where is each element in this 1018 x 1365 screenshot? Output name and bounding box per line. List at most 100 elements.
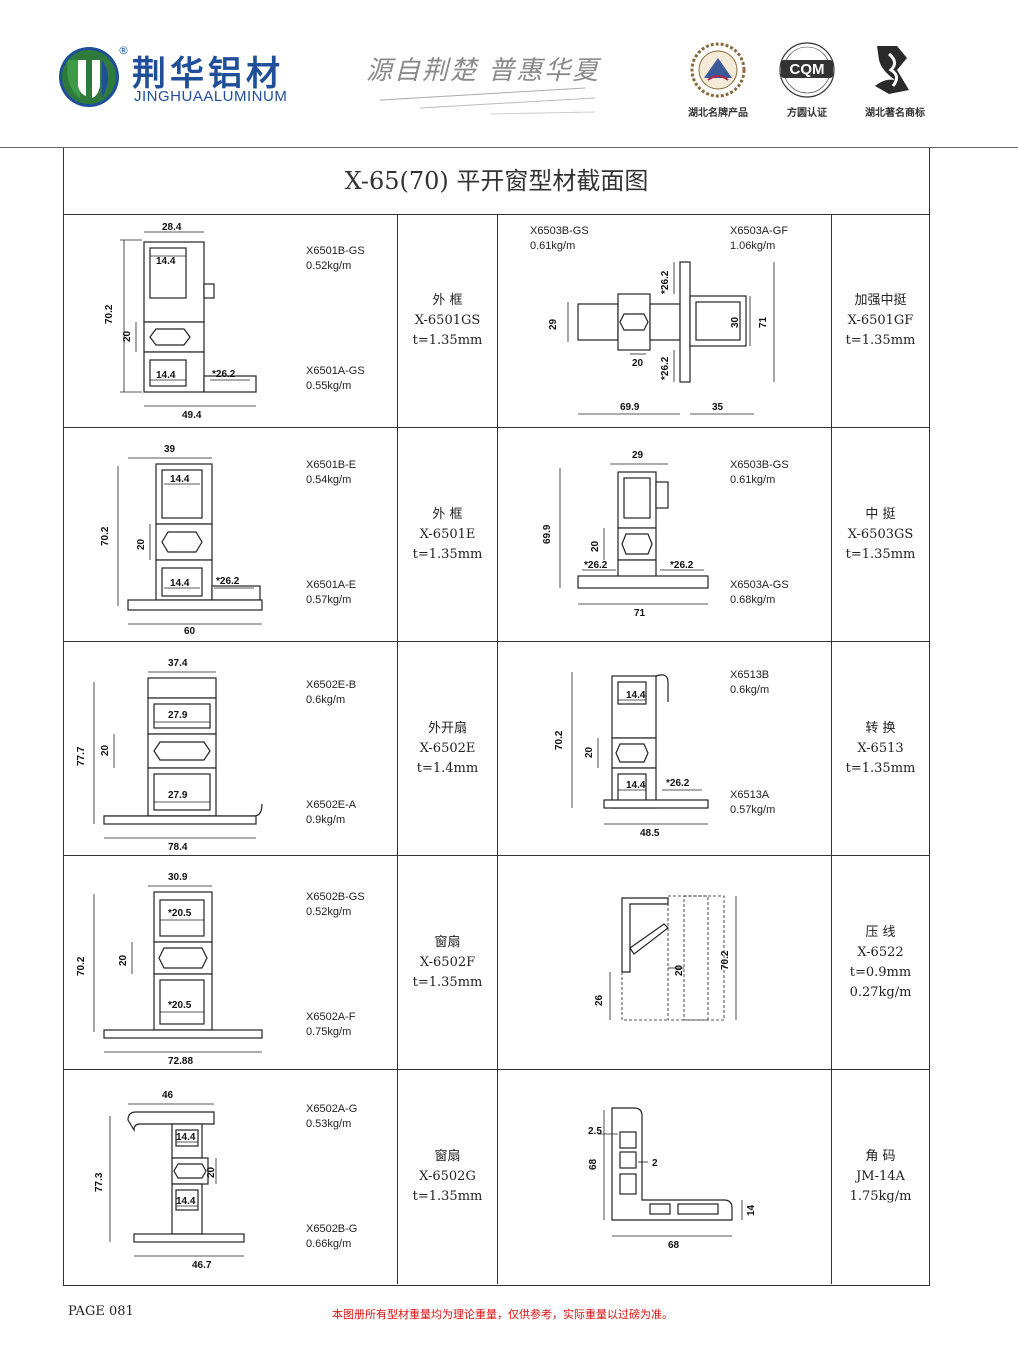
part-weight: 0.68kg/m [730,594,776,606]
part-weight: 1.06kg/m [730,240,776,252]
dim-label: 20 [118,954,129,966]
dim-label: *26.2 [584,560,608,571]
cross-section-drawing: 2.5 68 2 14 68 [588,1107,757,1251]
cqm-certification-icon: CQM [779,42,835,98]
cert-hubei-brand [668,40,768,104]
profile-label-cell: 外开扇 X-6502E t=1.4mm [398,642,498,856]
dim-label: 14.4 [176,1132,196,1143]
profile-name: 转 换 [865,721,896,736]
part-code: X6502B-G [306,1223,358,1235]
profile-label-cell: 窗扇 X-6502F t=1.35mm [398,856,498,1070]
cross-section-drawing: 14.4 70.2 20 14.4 *26.2 48.5 [554,672,709,839]
profile-model: X-6501GS [414,313,481,328]
dim-label: 77.3 [94,1172,105,1192]
profile-name: 外 框 [432,293,463,308]
hubei-brand-seal-icon [690,42,746,98]
dim-label: 20 [206,1166,217,1178]
svg-text:CQM: CQM [790,61,825,78]
dim-label: 14.4 [170,578,190,589]
dim-label: 70.2 [100,526,111,546]
part-weight: 0.66kg/m [306,1238,352,1250]
profile-label: 窗扇 X-6502F t=1.35mm [398,933,497,993]
weight-disclaimer: 本图册所有型材重量均为理论重量，仅供参考，实际重量以过磅为准。 [332,1308,673,1321]
profile-drawing-x6501gf: *26.2 29 20 *26.2 30 71 69.9 35 X6503B-G… [498,214,832,428]
dim-label: 37.4 [168,658,188,669]
part-weight: 0.53kg/m [306,1118,352,1130]
dim-label: 48.5 [640,828,660,839]
profile-label-cell: 加强中挺 X-6501GF t=1.35mm [832,214,929,428]
profile-name: 中 挺 [865,507,896,522]
part-code: X6501A-GS [306,365,365,377]
profile-model: X-6502G [419,1169,476,1184]
dim-label: 39 [164,444,176,455]
dim-label: 46 [162,1090,174,1101]
cross-section-drawing: 28.4 14.4 70.2 20 14.4 *26.2 49.4 [104,222,257,421]
part-code: X6502B-GS [306,891,365,903]
part-weight: 0.55kg/m [306,380,352,392]
famous-trademark-icon [875,46,909,94]
dim-label: 14 [746,1204,757,1216]
dim-label: 78.4 [168,842,188,853]
profile-label-cell: 中 挺 X-6503GS t=1.35mm [832,428,929,642]
part-code: X6502A-F [306,1011,356,1023]
profile-label: 外 框 X-6501GS t=1.35mm [398,291,497,351]
profile-drawing-x6502e: 37.4 27.9 77.7 20 27.9 78.4 X6502E-B 0.6… [64,642,398,856]
table-row: 30.9 *20.5 70.2 20 *20.5 72.88 X6502B-GS… [64,856,929,1070]
dim-label: *26.2 [212,369,236,380]
part-code: X6503B-GS [730,459,789,471]
dim-label: *26.2 [660,270,671,294]
profile-name: 角 码 [865,1149,896,1164]
dim-label: 14.4 [156,256,176,267]
dim-label: 20 [632,358,644,369]
part-code: X6513B [730,669,770,681]
part-code: X6503A-GF [730,225,789,237]
part-weight: 0.52kg/m [306,260,352,272]
registered-mark: ® [118,44,129,57]
profile-name: 压 线 [865,925,896,940]
profile-label: 加强中挺 X-6501GF t=1.35mm [832,291,929,351]
profile-model: JM-14A [856,1169,905,1184]
profile-label-cell: 外 框 X-6501E t=1.35mm [398,428,498,642]
dim-label: 20 [122,330,133,342]
profile-label-cell: 外 框 X-6501GS t=1.35mm [398,214,498,428]
profile-name: 外开扇 [427,721,467,736]
dim-label: *26.2 [216,576,240,587]
cert-hubei-brand-label: 湖北名牌产品 [688,108,748,119]
profile-model: X-6513 [857,741,904,756]
profile-label: 外 框 X-6501E t=1.35mm [398,505,497,565]
profile-model: X-6502F [419,955,476,970]
profile-drawing-x6513: 14.4 70.2 20 14.4 *26.2 48.5 X6513B 0.6k… [498,642,832,856]
dim-label: 68 [588,1158,599,1170]
profile-thickness: t=1.4mm [416,761,479,776]
cross-section-drawing: 37.4 27.9 77.7 20 27.9 78.4 [76,658,263,853]
dim-label: 29 [548,318,559,330]
profile-label: 压 线 X-6522 t=0.9mm 0.27kg/m [832,923,929,1003]
dim-label: 26 [594,994,605,1006]
part-code: X6501B-GS [306,245,365,257]
dim-label: 20 [136,538,147,550]
cross-section-drawing: 46 14.4 77.3 20 14.4 46.7 [94,1090,245,1271]
cert-famous-trademark-label: 湖北著名商标 [865,108,925,119]
dim-label: 30.9 [168,872,188,883]
dim-label: 27.9 [168,710,188,721]
profile-label: 窗扇 X-6502G t=1.35mm [398,1147,497,1207]
brand-name-en: JINGHUAALUMINUM [134,88,288,105]
part-code: X6501A-E [306,579,357,591]
profile-thickness: t=1.35mm [845,547,916,562]
profile-thickness: t=1.35mm [412,333,483,348]
part-weight: 0.6kg/m [730,684,770,696]
part-weight: 0.61kg/m [530,240,576,252]
cross-section-drawing: 29 69.9 20 *26.2 *26.2 71 [542,450,709,619]
part-code: X6502A-G [306,1103,358,1115]
dim-label: *20.5 [168,908,192,919]
dim-label: 69.9 [542,524,553,544]
dim-label: 14.4 [626,690,646,701]
dim-label: 77.7 [76,746,87,766]
profile-label-cell: 转 换 X-6513 t=1.35mm [832,642,929,856]
profile-drawing-jm14a: 2.5 68 2 14 68 [498,1070,832,1284]
dim-label: 14.4 [170,474,190,485]
profile-thickness: t=1.35mm [412,975,483,990]
cert-cqm-label: 方圆认证 [787,108,827,119]
part-code: X6501B-E [306,459,357,471]
dim-label: *26.2 [660,356,671,380]
